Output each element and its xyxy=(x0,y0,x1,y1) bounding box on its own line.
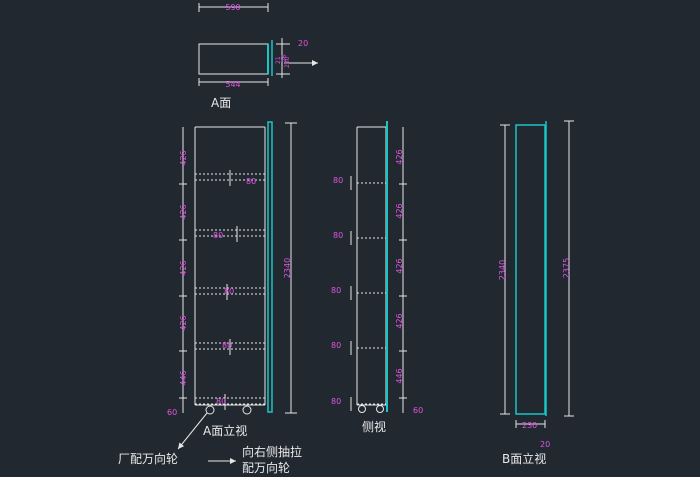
front-left-dim: 446 xyxy=(179,370,188,385)
side-view-caption: 侧视 xyxy=(362,420,387,434)
front-shelf-dim: 80 xyxy=(216,397,226,406)
front-left-dim: 426 xyxy=(179,204,188,219)
side-right-dim: 426 xyxy=(395,149,404,164)
side-left-dim: 80 xyxy=(331,397,341,406)
caster-leader-line xyxy=(177,412,208,450)
top-width-dim: 590 xyxy=(225,3,240,12)
side-right-dim: 60 xyxy=(413,406,423,415)
side-right-dim: 426 xyxy=(395,313,404,328)
back-view-dims xyxy=(500,120,574,428)
front-door-panel xyxy=(267,121,273,413)
back-panel xyxy=(515,124,546,415)
front-left-dim: 426 xyxy=(179,315,188,330)
front-shelf-dim: 80 xyxy=(222,341,232,350)
top-dim-a: 21 xyxy=(275,56,282,64)
back-view-caption: B面立视 xyxy=(502,452,547,466)
front-shelf-dim: 80 xyxy=(224,287,234,296)
note-pull-line2: 配万向轮 xyxy=(242,461,291,475)
front-view-cabinet xyxy=(179,122,297,415)
side-right-dim: 426 xyxy=(395,258,404,273)
back-height-outer: 2375 xyxy=(562,258,571,278)
top-side-dim: 20 xyxy=(298,39,308,48)
top-dim-c: 280 xyxy=(284,56,291,68)
side-left-dim: 80 xyxy=(331,286,341,295)
front-left-dim: 426 xyxy=(179,150,188,165)
top-inner-dim: 544 xyxy=(225,80,240,89)
side-left-dims: 80 80 80 80 80 xyxy=(331,176,343,406)
front-left-dim: 60 xyxy=(167,408,177,417)
top-view xyxy=(198,3,318,86)
side-right-dim: 446 xyxy=(395,368,404,383)
side-left-dim: 80 xyxy=(333,231,343,240)
top-dim-b: 26 xyxy=(281,54,288,62)
side-left-dim: 80 xyxy=(333,176,343,185)
front-left-dim: 426 xyxy=(179,260,188,275)
top-view-caption: A面 xyxy=(211,96,232,110)
front-shelf-dim: 80 xyxy=(246,177,256,186)
front-left-dims: 426 426 426 426 446 60 xyxy=(167,150,188,417)
back-height-inner: 2340 xyxy=(498,260,507,280)
front-shelf-dims: 80 80 80 80 80 xyxy=(213,177,256,406)
front-view-caption: A面立视 xyxy=(203,424,248,438)
note-caster: 厂配万向轮 xyxy=(118,452,179,466)
side-left-dim: 80 xyxy=(331,341,341,350)
note-pull-line1: 向右侧抽拉 xyxy=(242,445,303,459)
front-shelf-dim: 80 xyxy=(213,231,223,240)
back-width-dim: 230 xyxy=(522,421,537,430)
front-total-height: 2340 xyxy=(283,258,292,278)
side-right-dim: 426 xyxy=(395,203,404,218)
side-right-dims: 426 426 426 426 446 60 xyxy=(395,149,423,415)
back-side-dim: 20 xyxy=(540,440,550,449)
